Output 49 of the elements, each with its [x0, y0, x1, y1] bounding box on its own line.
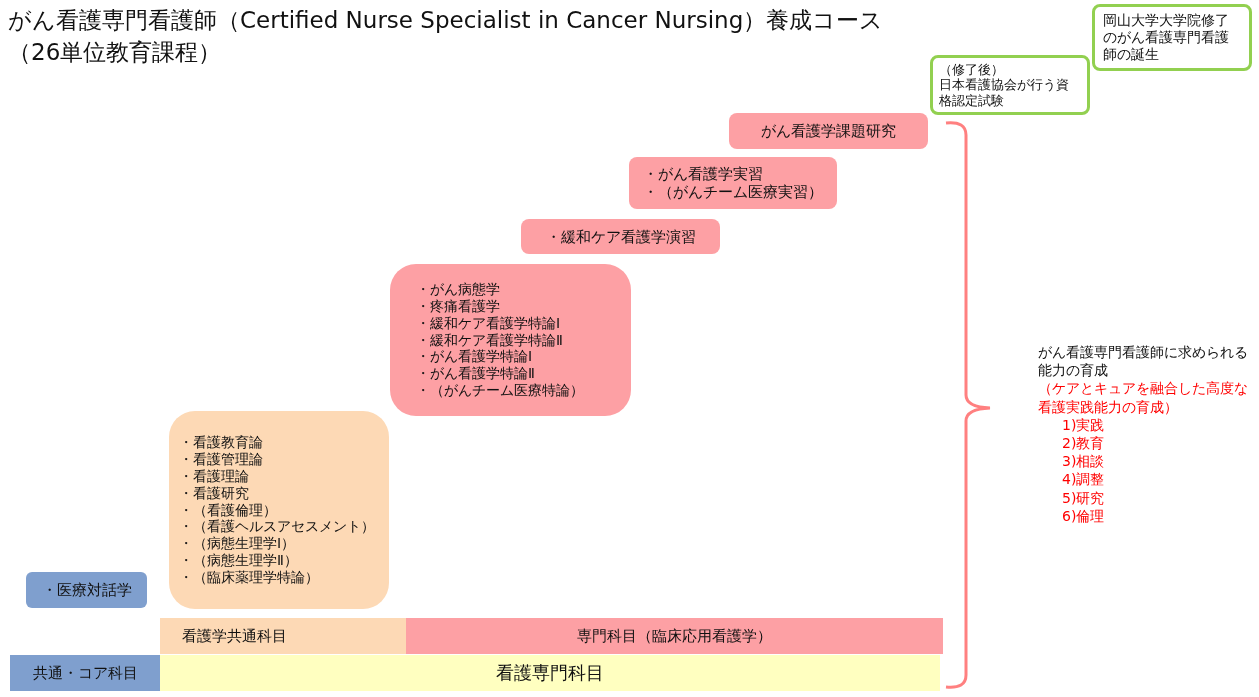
course-name: ・がん看護学特論Ⅱ [416, 365, 535, 382]
exam-box [930, 55, 1090, 115]
course-name: ・（病態生理学Ⅱ） [179, 552, 298, 569]
course-name: 日本看護協会が行う資格認定試験 [939, 77, 1070, 109]
course-name: ・（病態生理学Ⅰ） [179, 535, 296, 552]
ability-item: 1)実践 [1061, 415, 1106, 434]
course-name: ・（がんチーム医療実習） [643, 183, 823, 201]
course-name: ・緩和ケア看護学特論Ⅰ [416, 314, 561, 332]
ability-item: 4)調整 [1061, 470, 1106, 489]
course-list-box [390, 264, 631, 416]
course-name: ・看護理論 [179, 468, 249, 485]
category-band [160, 655, 940, 691]
course-name: 専門科目（臨床応用看護学） [577, 627, 772, 645]
course-name: ・看護管理論 [179, 451, 263, 468]
course-name: ・がん病態学 [416, 281, 500, 298]
course-name: ・緩和ケア看護学特論Ⅱ [416, 331, 563, 349]
result-box [1092, 4, 1252, 71]
course-name: 岡山大学大学院修了のがん看護専門看護師の誕生 [1103, 12, 1230, 63]
goal-text: がん看護専門看護師に求められる能力の育成 [1038, 343, 1248, 380]
course-name: 看護学共通科目 [182, 627, 287, 645]
ability-item: 2)教育 [1061, 433, 1106, 453]
course-name: ・看護教育論 [179, 434, 263, 452]
course-name: 共通・コア科目 [32, 664, 138, 682]
category-band [406, 618, 943, 654]
course-box [729, 113, 928, 149]
ability-item: 6)倫理 [1061, 506, 1106, 525]
ability-item: 5)研究 [1061, 488, 1106, 507]
course-box [26, 572, 147, 608]
title: がん看護専門看護師（Certified Nurse Specialist in Cancer Nursing）養成コース（26単位教育課程） [8, 6, 885, 67]
course-name: ・（がんチーム医療特論） [416, 382, 584, 399]
course-name: （修了後） [939, 61, 1004, 78]
course-name: がん看護学課題研究 [761, 122, 896, 140]
ability-item: 3)相談 [1061, 452, 1106, 471]
course-name: ・看護研究 [179, 484, 249, 502]
category-band [160, 618, 406, 654]
course-box [629, 157, 837, 209]
course-name: ・医療対話学 [41, 581, 132, 599]
category-band [10, 655, 160, 691]
course-name: 看護専門科目 [496, 662, 604, 684]
course-name: ・（看護倫理） [179, 501, 277, 519]
course-name: ・がん看護学実習 [643, 165, 763, 183]
course-name: ・緩和ケア看護学演習 [545, 227, 696, 246]
course-box [521, 219, 720, 254]
course-name: ・（臨床薬理学特論） [179, 568, 319, 586]
ability-item: （ケアとキュアを融合した高度な看護実践能力の育成） [1038, 379, 1248, 416]
course-list-box [169, 411, 389, 609]
course-name: ・疼痛看護学 [416, 298, 500, 315]
course-name: ・がん看護学特論Ⅰ [416, 348, 533, 366]
course-name: ・（看護ヘルスアセスメント） [179, 518, 375, 536]
